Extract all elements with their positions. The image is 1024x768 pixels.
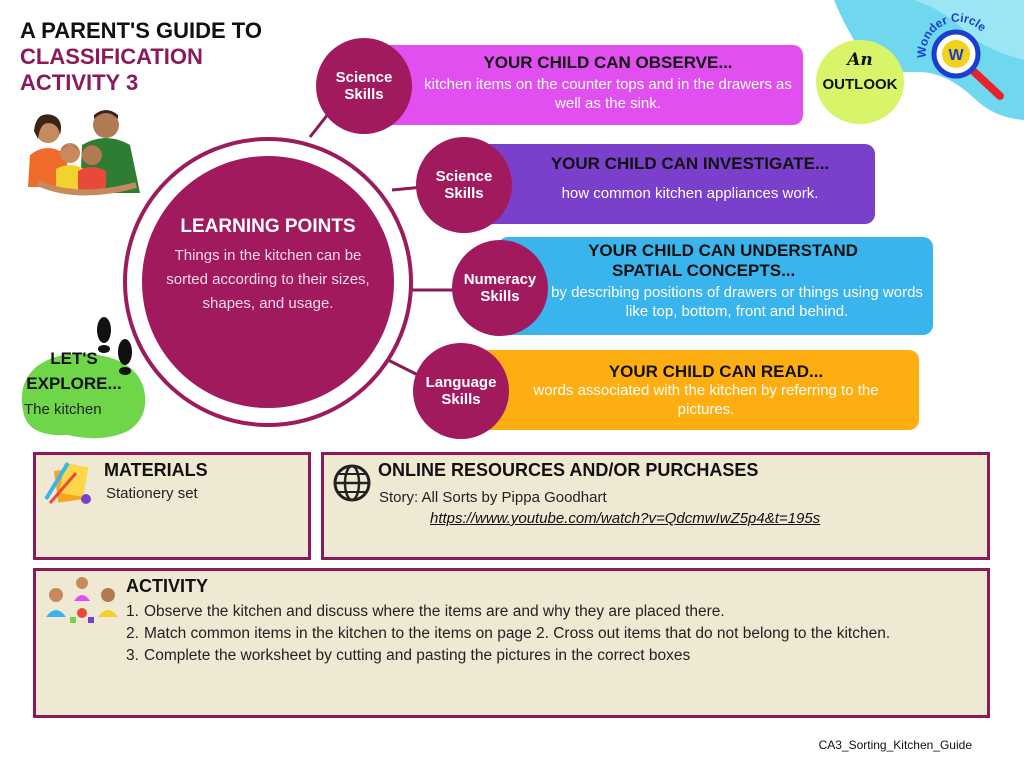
activity-heading: ACTIVITY [126,576,209,596]
skill-label: Skills [441,391,481,408]
skill-card-investigate: YOUR CHILD CAN INVESTIGATE... how common… [470,144,875,224]
footer-filename: CA3_Sorting_Kitchen_Guide [818,738,972,752]
outlook-an: An [847,50,873,70]
skill-label: Science [435,168,493,185]
explore-subtitle: The kitchen [24,401,102,418]
skill-card-body: words associated with the kitchen by ref… [533,382,879,418]
wonder-circle-logo: W Wonder Circle [915,11,1004,100]
skill-card-read: YOUR CHILD CAN READ... words associated … [466,350,919,430]
activity-step-number: 1. [126,603,139,620]
skill-card-body: kitchen items on the counter tops and in… [424,76,792,112]
skill-label: Skills [480,288,520,305]
title-line-1: A PARENT'S GUIDE TO [20,18,262,43]
learning-points-heading: LEARNING POINTS [180,216,356,237]
activity-steps: 1. Observe the kitchen and discuss where… [126,601,986,667]
skill-label: Skills [444,185,484,202]
resources-heading: ONLINE RESOURCES AND/OR PURCHASES [378,460,759,480]
skill-card-body: by describing positions of drawers or th… [551,284,923,320]
materials-box: MATERIALS Stationery set [33,452,311,560]
explore-line-2: EXPLORE... [26,374,122,393]
learning-points-body: Things in the kitchen can be sorted acco… [166,247,370,312]
stationery-icon [44,461,91,504]
skill-card-heading: YOUR CHILD CAN UNDERSTAND [588,241,858,260]
skill-card-heading: YOUR CHILD CAN READ... [608,362,824,381]
skill-circle-language: Language Skills [413,343,509,439]
skill-circle-science-1: Science Skills [316,38,412,134]
resources-story: Story: All Sorts by Pippa Goodhart [379,489,607,506]
corner-decoration [834,0,1024,120]
resources-link[interactable]: https://www.youtube.com/watch?v=QdcmwIwZ… [430,510,821,527]
activity-step-number: 2. [126,625,139,642]
footprints-icon [97,317,132,375]
outlook-badge: An OUTLOOK [816,40,904,124]
skill-card-heading: YOUR CHILD CAN OBSERVE... [483,53,733,72]
explore-blob [21,353,146,439]
skill-label: Numeracy [463,271,537,288]
activity-step: 1. Observe the kitchen and discuss where… [126,601,986,623]
resources-box: ONLINE RESOURCES AND/OR PURCHASES Story:… [321,452,990,560]
activity-step: 3. Complete the worksheet by cutting and… [126,645,986,667]
materials-heading: MATERIALS [104,460,208,480]
globe-icon [333,464,371,502]
title-line-3: ACTIVITY 3 [20,70,139,95]
activity-step-text: Match common items in the kitchen to the… [144,625,891,642]
activity-step-text: Observe the kitchen and discuss where th… [144,603,725,620]
skill-label: Skills [344,86,384,103]
learning-points-circle: LEARNING POINTS Things in the kitchen ca… [142,156,394,408]
children-playing-icon [46,577,118,623]
materials-text: Stationery set [106,485,198,502]
title-line-2: CLASSIFICATION [20,44,203,69]
explore-line-1: LET'S [50,349,98,368]
activity-box: ACTIVITY 1. Observe the kitchen and disc… [33,568,990,718]
skill-card-heading: YOUR CHILD CAN INVESTIGATE... [550,154,830,173]
outlook-text: OUTLOOK [822,76,898,93]
activity-step: 2. Match common items in the kitchen to … [126,623,986,645]
logo-letter: W [948,47,964,64]
skill-card-observe: YOUR CHILD CAN OBSERVE... kitchen items … [378,45,803,125]
skill-circle-numeracy: Numeracy Skills [452,240,548,336]
page-title: A PARENT'S GUIDE TO CLASSIFICATION ACTIV… [20,18,262,96]
skill-label: Science [335,69,393,86]
skill-card-body: how common kitchen appliances work. [561,185,819,202]
skill-circle-science-2: Science Skills [416,137,512,233]
skill-card-understand: YOUR CHILD CAN UNDERSTAND SPATIAL CONCEP… [498,237,933,335]
activity-step-text: Complete the worksheet by cutting and pa… [144,647,691,664]
family-illustration [28,110,140,196]
explore-heading: LET'S EXPLORE... [18,346,130,396]
skill-card-heading-2: SPATIAL CONCEPTS... [612,261,796,280]
activity-step-number: 3. [126,647,139,664]
skill-label: Language [425,374,497,391]
